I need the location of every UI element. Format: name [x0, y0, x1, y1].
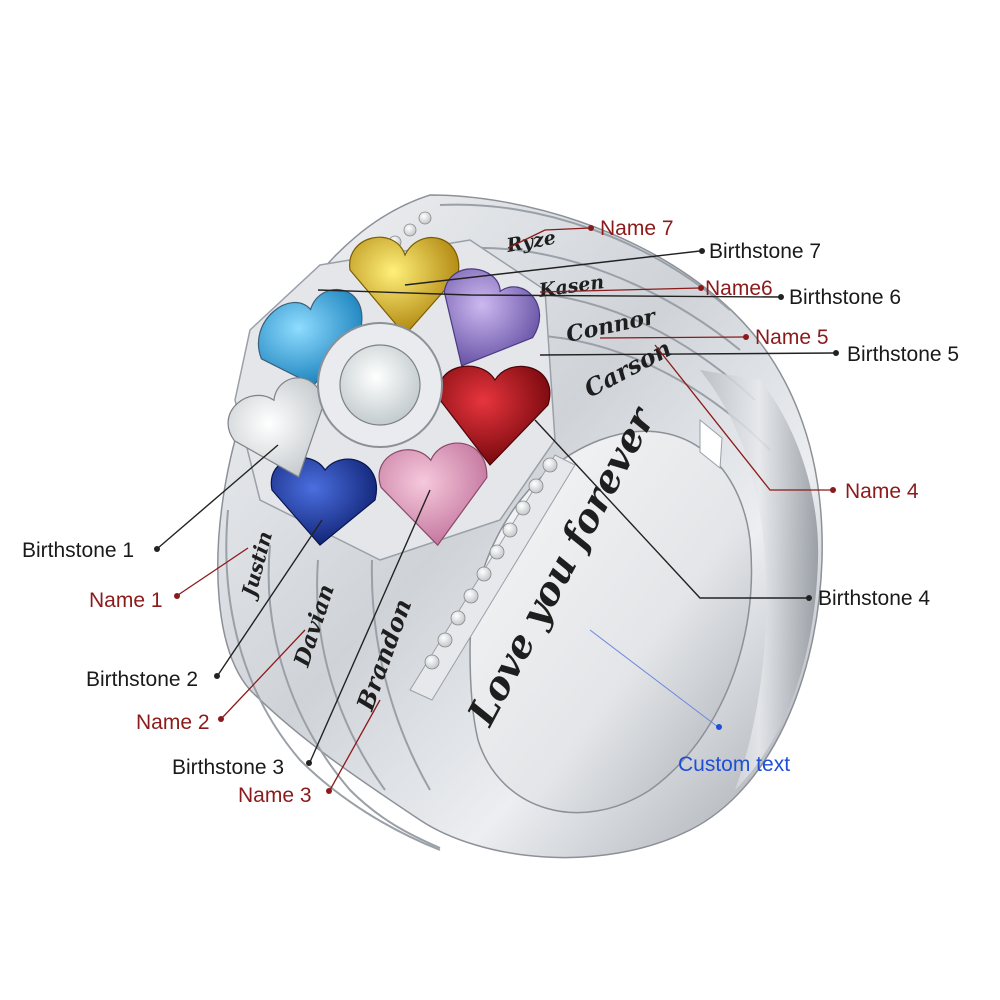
- stone-birthstone-7: [349, 236, 460, 336]
- label-name-4: Name 4: [845, 480, 919, 503]
- stone-birthstone-6: [257, 288, 363, 386]
- label-birthstone-2: Birthstone 2: [86, 668, 198, 691]
- label-birthstone-3: Birthstone 3: [172, 756, 284, 779]
- label-name-6: Name6: [705, 277, 773, 300]
- label-custom-text: Custom text: [678, 753, 790, 776]
- center-stone: [317, 322, 443, 448]
- stone-birthstone-3: [378, 442, 488, 547]
- label-birthstone-4: Birthstone 4: [818, 587, 930, 610]
- label-birthstone-6: Birthstone 6: [789, 286, 901, 309]
- label-name-2: Name 2: [136, 711, 210, 734]
- label-birthstone-1: Birthstone 1: [22, 539, 134, 562]
- stone-birthstone-4: [438, 365, 551, 466]
- label-name-5: Name 5: [755, 326, 829, 349]
- label-name-1: Name 1: [89, 589, 163, 612]
- label-birthstone-5: Birthstone 5: [847, 343, 959, 366]
- stone-birthstone-5: [443, 268, 541, 367]
- label-name-3: Name 3: [238, 784, 312, 807]
- leader-lines: [154, 225, 839, 794]
- pave-strip: [409, 454, 576, 701]
- label-birthstone-7: Birthstone 7: [709, 240, 821, 263]
- label-name-7: Name 7: [600, 217, 674, 240]
